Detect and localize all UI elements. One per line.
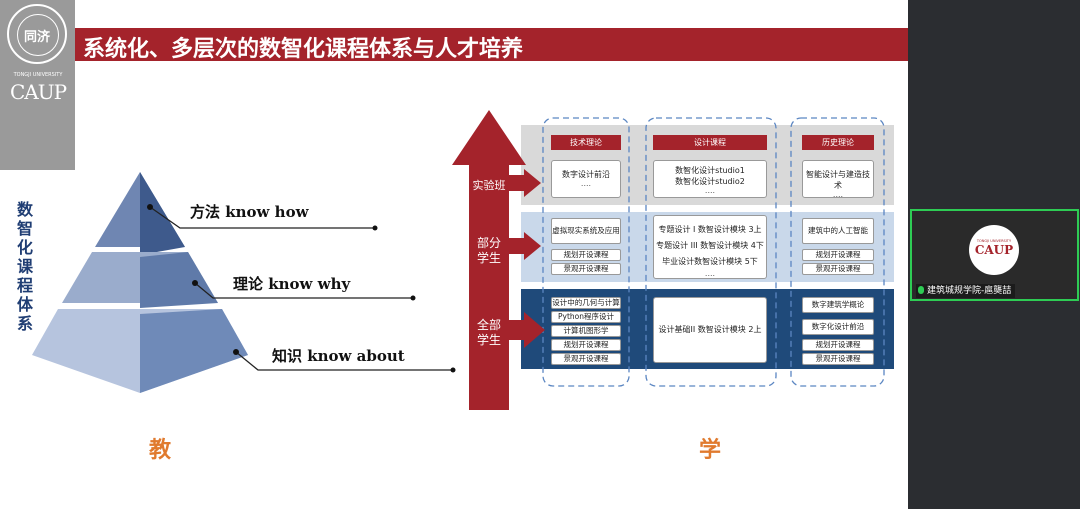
more-dots: ....	[704, 269, 716, 278]
arrow-label-lab: 实验班	[472, 179, 506, 192]
avatar-subtitle: TONGJI UNIVERSITY	[976, 239, 1012, 243]
logo-caup: CAUP	[9, 80, 67, 104]
arrow-label-line: 部分	[476, 236, 501, 250]
vertical-title-char: 程	[16, 276, 33, 295]
university-seal-icon: 同济	[7, 4, 67, 64]
school-logo-panel: 同济 TONGJI UNIVERSITY CAUP	[0, 0, 75, 170]
course-box-vr: 虚拟现实系统及应用	[551, 218, 621, 244]
learn-label: 学	[699, 438, 722, 463]
vertical-title-char: 智	[16, 219, 33, 238]
pyramid-middle-side	[140, 252, 218, 308]
pyramid-bottom-side	[140, 309, 248, 393]
course-box-planning: 规划开设课程	[802, 249, 874, 261]
course-box-landscape: 景观开设课程	[551, 263, 621, 275]
logo-subtitle: TONGJI UNIVERSITY	[13, 72, 63, 78]
course-box-lab-tech: 数字设计前沿 ....	[551, 160, 621, 198]
presentation-slide: 同济 TONGJI UNIVERSITY CAUP 系统化、多层次的数智化课程体…	[0, 0, 908, 509]
arrow-label-line: 全部	[476, 318, 501, 332]
row-arrow-lab	[507, 169, 541, 197]
more-dots: ....	[704, 186, 716, 195]
pointer-dot	[372, 225, 378, 231]
course-name: 智能设计与建造技术	[806, 170, 870, 190]
participant-name: 建筑城规学院-扈龑喆	[927, 286, 1012, 296]
slide-title: 系统化、多层次的数智化课程体系与人才培养	[83, 37, 524, 62]
pointer-dot	[450, 367, 456, 373]
course-box-landscape: 景观开设课程	[802, 263, 874, 275]
pointer-line	[235, 351, 453, 371]
pointer-dot	[147, 204, 153, 210]
course-box-digital-arch: 数字建筑学概论	[802, 297, 874, 313]
course-name: 毕业设计数智设计模块 5下	[662, 257, 758, 266]
microphone-icon	[918, 286, 924, 294]
vertical-title-char: 系	[16, 314, 33, 333]
participant-video-tile[interactable]: TONGJI UNIVERSITY CAUP 建筑城规学院-扈龑喆	[910, 209, 1079, 301]
course-box-lab-design: 数智化设计studio1 数智化设计studio2 ....	[653, 160, 767, 198]
course-name: 设计基础II 数智设计模块 2上	[658, 325, 762, 334]
row-arrow-partial	[507, 232, 541, 260]
avatar: TONGJI UNIVERSITY CAUP	[969, 225, 1019, 275]
avatar-logo-text: CAUP	[974, 243, 1014, 257]
vertical-title-char: 体	[16, 295, 33, 314]
arrow-label-all: 全部 学生	[470, 318, 508, 348]
pyramid-label-theory: 理论 know why	[233, 275, 351, 293]
pyramid-diagram	[32, 110, 894, 410]
course-box-all-design: 设计基础II 数智设计模块 2上	[653, 297, 767, 363]
pointer-dot	[233, 349, 239, 355]
pyramid-label-method: 方法 know how	[190, 203, 309, 221]
course-box-planning: 规划开设课程	[802, 339, 874, 351]
column-header-tech: 技术理论	[551, 135, 621, 150]
teach-label: 教	[149, 438, 172, 463]
more-dots: ....	[580, 179, 592, 188]
pyramid-label-knowledge: 知识 know about	[272, 347, 405, 365]
more-dots: ....	[832, 190, 844, 199]
pointer-line	[149, 206, 375, 229]
course-box-planning: 规划开设课程	[551, 249, 621, 261]
course-box-lab-history: 智能设计与建造技术 ....	[802, 160, 874, 199]
course-name: 专题设计 III 数智设计模块 4下	[656, 241, 764, 250]
course-name: 专题设计 I 数智设计模块 3上	[658, 225, 762, 234]
arrow-label-line: 学生	[476, 333, 501, 347]
pointer-dot	[410, 295, 416, 301]
course-name: 数智化设计studio1	[675, 166, 745, 175]
course-box-python: Python程序设计	[551, 311, 621, 323]
course-box-partial-design: 专题设计 I 数智设计模块 3上 专题设计 III 数智设计模块 4下 毕业设计…	[653, 215, 767, 279]
course-name: 数字设计前沿	[562, 170, 610, 179]
vertical-title-char: 数	[16, 200, 33, 219]
vertical-title: 数 智 化 课 程 体 系	[14, 200, 36, 333]
course-box-graphics: 计算机图形学	[551, 325, 621, 337]
arrow-label-partial: 部分 学生	[470, 236, 508, 266]
vertical-title-char: 化	[16, 238, 33, 257]
vertical-title-char: 课	[16, 257, 33, 276]
row-arrow-all	[507, 312, 545, 348]
arrow-label-line: 学生	[476, 251, 501, 265]
course-box-geometry: 设计中的几何与计算	[551, 297, 621, 309]
course-box-landscape: 景观开设课程	[802, 353, 874, 365]
pointer-line	[194, 282, 413, 299]
column-header-history: 历史理论	[802, 135, 874, 150]
column-frame-design	[645, 117, 777, 387]
column-frame-history	[790, 117, 885, 387]
course-box-ai: 建筑中的人工智能	[802, 218, 874, 244]
course-name: 数智化设计studio2	[675, 177, 745, 186]
column-header-design: 设计课程	[653, 135, 767, 150]
course-box-planning: 规划开设课程	[551, 339, 621, 351]
pointer-dot	[192, 280, 198, 286]
course-box-digital-frontier: 数字化设计前沿	[802, 319, 874, 335]
pyramid-top-side	[140, 172, 185, 255]
title-bar: 系统化、多层次的数智化课程体系与人才培养	[75, 28, 908, 62]
column-frame-tech	[542, 117, 630, 387]
participant-name-tag: 建筑城规学院-扈龑喆	[916, 284, 1016, 298]
course-box-landscape: 景观开设课程	[551, 353, 621, 365]
